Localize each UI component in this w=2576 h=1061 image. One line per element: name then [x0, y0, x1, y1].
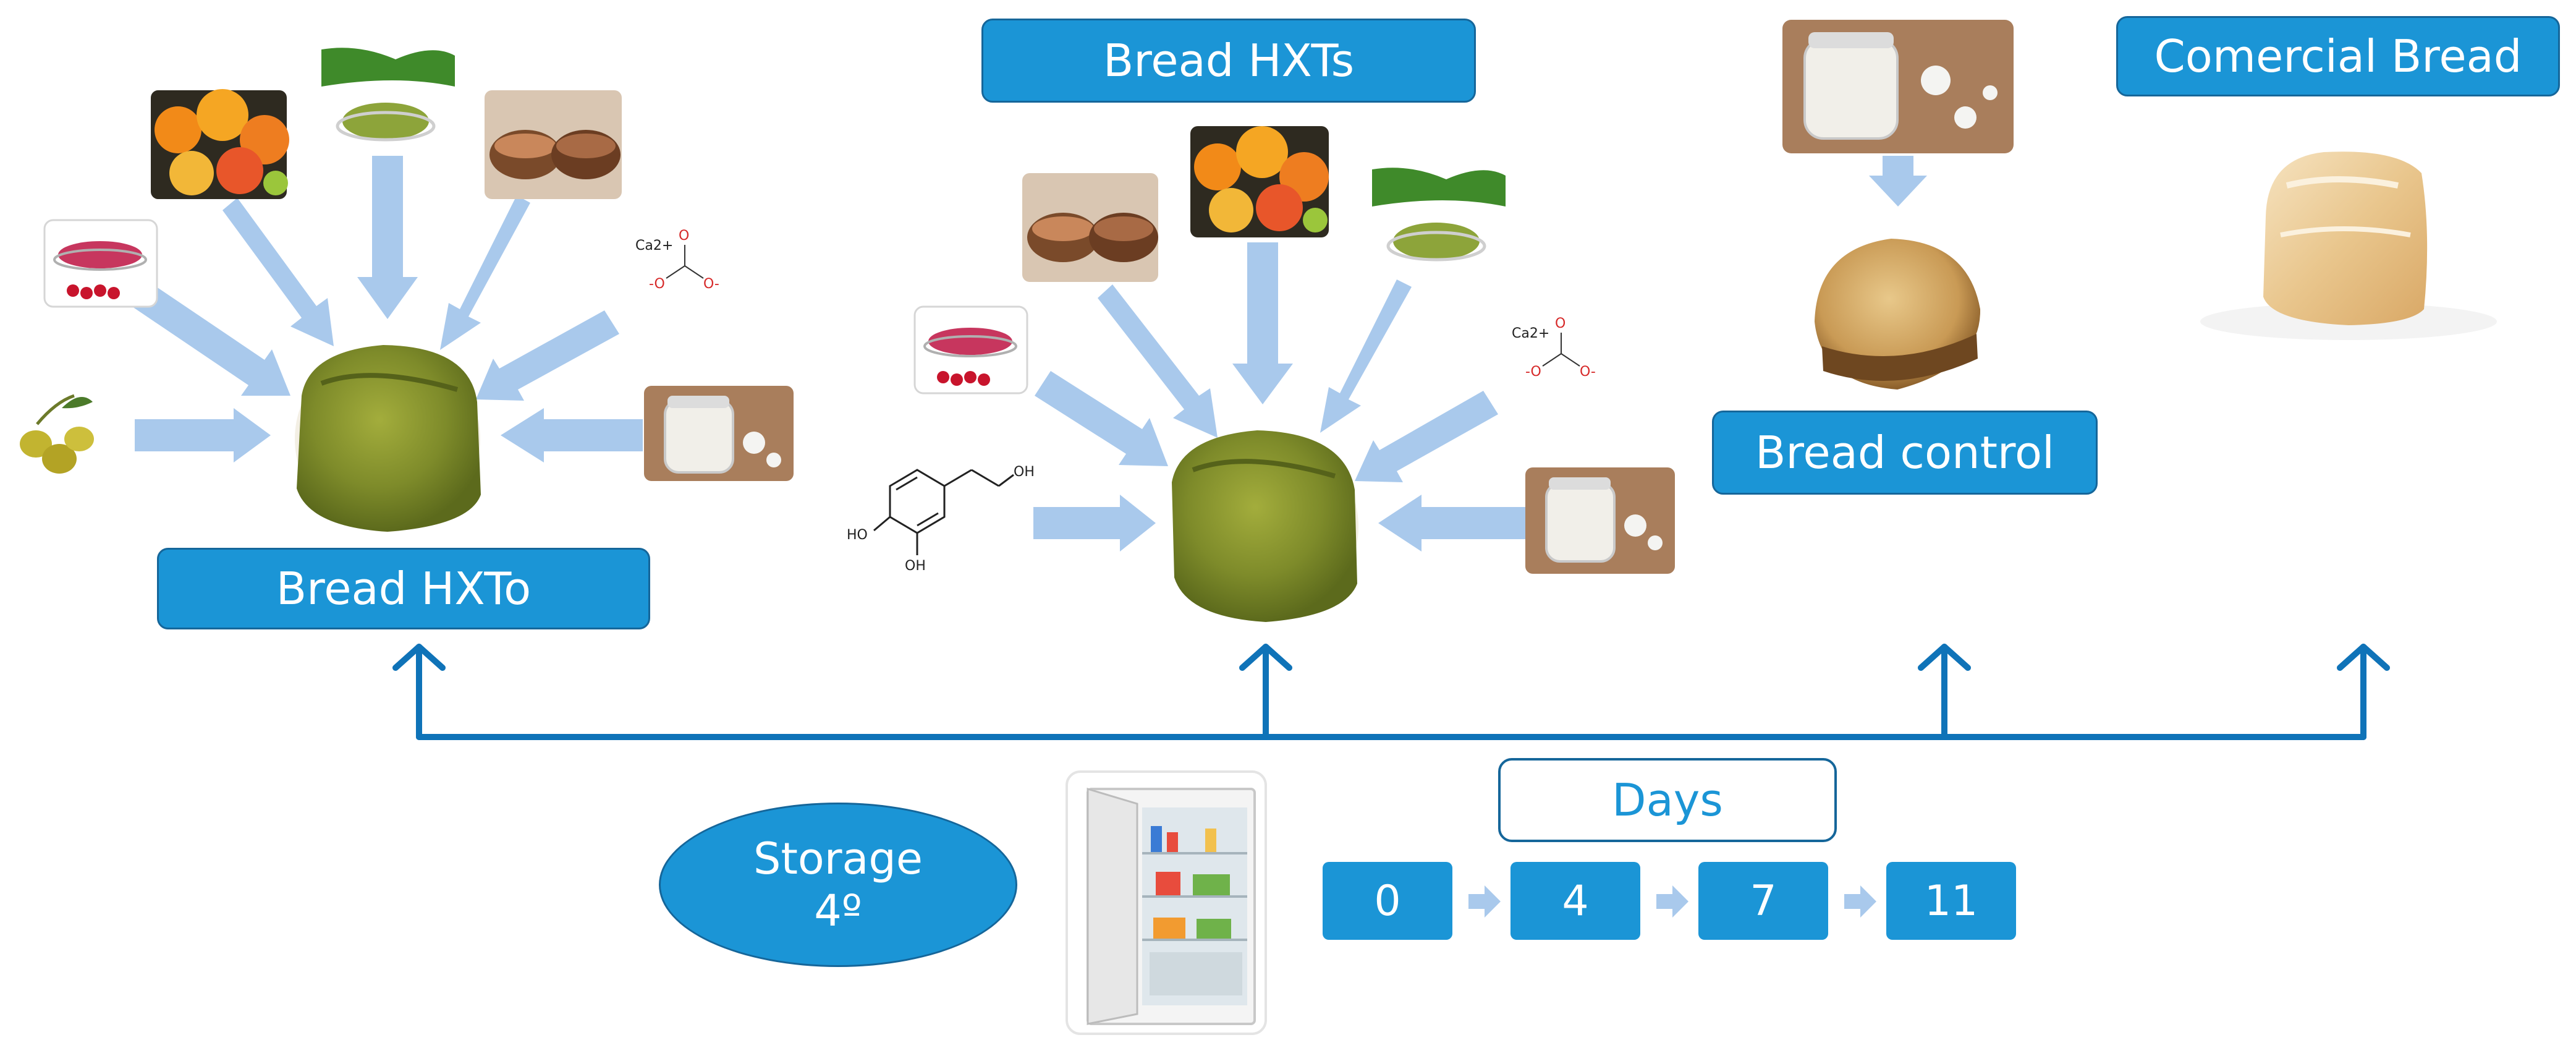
timeline-arrows: [392, 644, 2390, 740]
refrigerator-icon: [1066, 770, 1267, 1035]
calcium-carbonate-structure-2: Ca2+ O -O O-: [1512, 316, 1596, 380]
olives-icon: [20, 394, 94, 474]
brown-seeds-icon: [485, 90, 622, 199]
citrus-fruits-icon: [151, 89, 289, 199]
carbonate-o2-label-2: O-: [1580, 364, 1596, 380]
days-label: Days: [1498, 758, 1837, 842]
flour-jar-icon: [644, 386, 794, 481]
citrus-fruits-icon-2: [1190, 126, 1329, 237]
day-flow-arrows: [1468, 885, 1876, 918]
bread-control-label: Bread control: [1712, 411, 2098, 495]
control-arrow: [1869, 156, 1927, 207]
bread-hxto-loaf: [295, 345, 481, 532]
flour-jar-icon-2: [1525, 467, 1675, 574]
oh-label-2: OH: [905, 558, 926, 574]
bread-hxts-loaf: [1172, 430, 1358, 622]
calcium-label-2: Ca2+: [1512, 326, 1549, 341]
carbonate-o-label: O: [679, 228, 689, 244]
green-powder-icon-2: [1367, 164, 1506, 276]
brown-seeds-icon-2: [1022, 173, 1158, 282]
hydroxytyrosol-structure: OH HO OH: [847, 464, 1035, 574]
hxto-ingredient-arrows: [132, 156, 643, 462]
carbonate-o1-label-2: -O: [1525, 364, 1541, 380]
day-7-box: 7: [1698, 862, 1828, 940]
oh-label: OH: [1014, 464, 1035, 480]
bread-hxts-label: Bread HXTs: [981, 19, 1476, 103]
calcium-carbonate-structure: Ca2+ O -O O-: [635, 228, 719, 292]
carbonate-o1-label: -O: [649, 276, 665, 292]
day-4-box: 4: [1510, 862, 1640, 940]
carbonate-o-label-2: O: [1555, 316, 1566, 331]
hxts-ingredient-arrows: [1033, 242, 1527, 552]
comercial-bread-label: Comercial Bread: [2116, 16, 2560, 96]
calcium-label: Ca2+: [635, 238, 673, 254]
green-powder-icon: [316, 45, 455, 153]
storage-temperature: 4º: [814, 885, 862, 936]
beet-powder-icon-2: [913, 305, 1028, 394]
day-0-box: 0: [1323, 862, 1452, 940]
storage-label: Storage: [753, 833, 923, 884]
control-bread-icon: [1811, 219, 1984, 392]
commercial-bread-icon: [2200, 151, 2497, 340]
storage-ellipse: Storage 4º: [659, 803, 1017, 967]
ho-label: HO: [847, 527, 868, 543]
day-11-box: 11: [1886, 862, 2016, 940]
carbonate-o2-label: O-: [703, 276, 719, 292]
control-flour-jar-icon: [1782, 20, 2014, 153]
beet-powder-icon: [43, 219, 158, 308]
bread-hxto-label: Bread HXTo: [157, 548, 650, 629]
